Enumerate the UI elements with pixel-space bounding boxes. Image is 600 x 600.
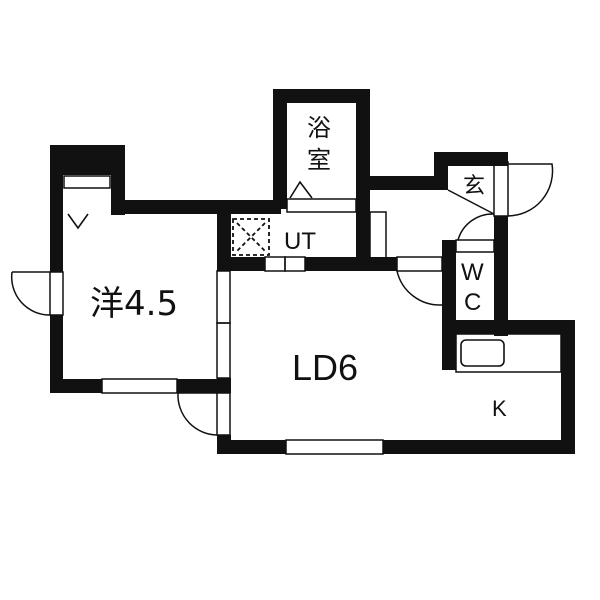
corridor-top-wall bbox=[356, 176, 446, 190]
western-left-wall-bottom bbox=[50, 315, 63, 393]
ut-window-a bbox=[264, 256, 286, 272]
ut-window-b bbox=[284, 256, 306, 272]
ut-bottom-wall-right bbox=[305, 257, 397, 271]
toilet-label-line1: W bbox=[461, 259, 484, 286]
western-bottom-window bbox=[101, 378, 178, 394]
kitchen-top-wall bbox=[442, 320, 575, 334]
toilet-label-line2: C bbox=[464, 289, 481, 316]
room-labels: 洋4.5 LD6 K 浴 室 UT W C 玄 bbox=[90, 114, 507, 421]
western-bottom-wall-right bbox=[177, 379, 230, 393]
walls bbox=[50, 89, 575, 454]
partition-panel-top bbox=[216, 270, 231, 324]
ld-bottom-wall-right bbox=[383, 440, 575, 454]
ld-left-wall-mid bbox=[217, 378, 231, 393]
bath-left-wall bbox=[273, 89, 287, 209]
western-bottom-wall-left bbox=[50, 379, 102, 393]
western-left-door-jamb bbox=[49, 271, 64, 316]
wc-right-wall bbox=[494, 216, 508, 336]
western-left-wall-top bbox=[50, 145, 63, 272]
ut-left-wall bbox=[217, 200, 231, 262]
ld-door-swing bbox=[177, 392, 218, 436]
door-swings bbox=[10, 163, 554, 436]
wc-door-swing bbox=[457, 213, 495, 241]
closet-right-wall bbox=[111, 145, 125, 215]
ld-bottom-wall-left bbox=[217, 440, 286, 454]
kitchen-sink-icon bbox=[460, 339, 505, 367]
corridor-door-swing bbox=[396, 270, 443, 306]
bath-step-triangle-icon bbox=[289, 180, 313, 199]
kitchen-label: K bbox=[492, 396, 507, 421]
entrance-door-jamb bbox=[493, 161, 509, 217]
corridor-storage bbox=[369, 211, 387, 259]
kitchen-counter bbox=[455, 333, 562, 373]
bathroom-label-line1: 浴 bbox=[307, 114, 331, 142]
western-room-label: 洋4.5 bbox=[90, 284, 178, 324]
ld-left-door-jamb bbox=[216, 392, 231, 436]
windows-and-thin-lines bbox=[49, 161, 562, 455]
bath-top-wall bbox=[273, 89, 369, 103]
utility-label: UT bbox=[284, 228, 316, 255]
bath-threshold bbox=[286, 198, 357, 213]
fixtures bbox=[67, 180, 505, 367]
entrance-top-wall bbox=[434, 152, 508, 166]
kitchen-right-wall bbox=[561, 320, 575, 454]
entrance-step-line bbox=[447, 189, 495, 215]
ld-label: LD6 bbox=[292, 347, 358, 388]
ld-bottom-window bbox=[285, 439, 384, 455]
wc-threshold bbox=[455, 239, 495, 253]
western-top-wall bbox=[111, 200, 281, 214]
wc-left-wall bbox=[442, 240, 456, 370]
bathroom-label-line2: 室 bbox=[307, 146, 331, 174]
closet-triangle-icon bbox=[67, 213, 89, 230]
washing-machine-icon bbox=[232, 218, 270, 256]
entrance-label: 玄 bbox=[463, 174, 485, 199]
closet-shelf bbox=[63, 175, 111, 189]
ut-bottom-wall-left bbox=[217, 257, 265, 271]
entrance-right-wall-top bbox=[494, 152, 508, 162]
partition-panel-bottom bbox=[216, 322, 231, 379]
western-door-swing bbox=[10, 271, 51, 316]
corridor-door-jamb bbox=[396, 256, 443, 272]
entrance-door-swing bbox=[507, 163, 554, 217]
